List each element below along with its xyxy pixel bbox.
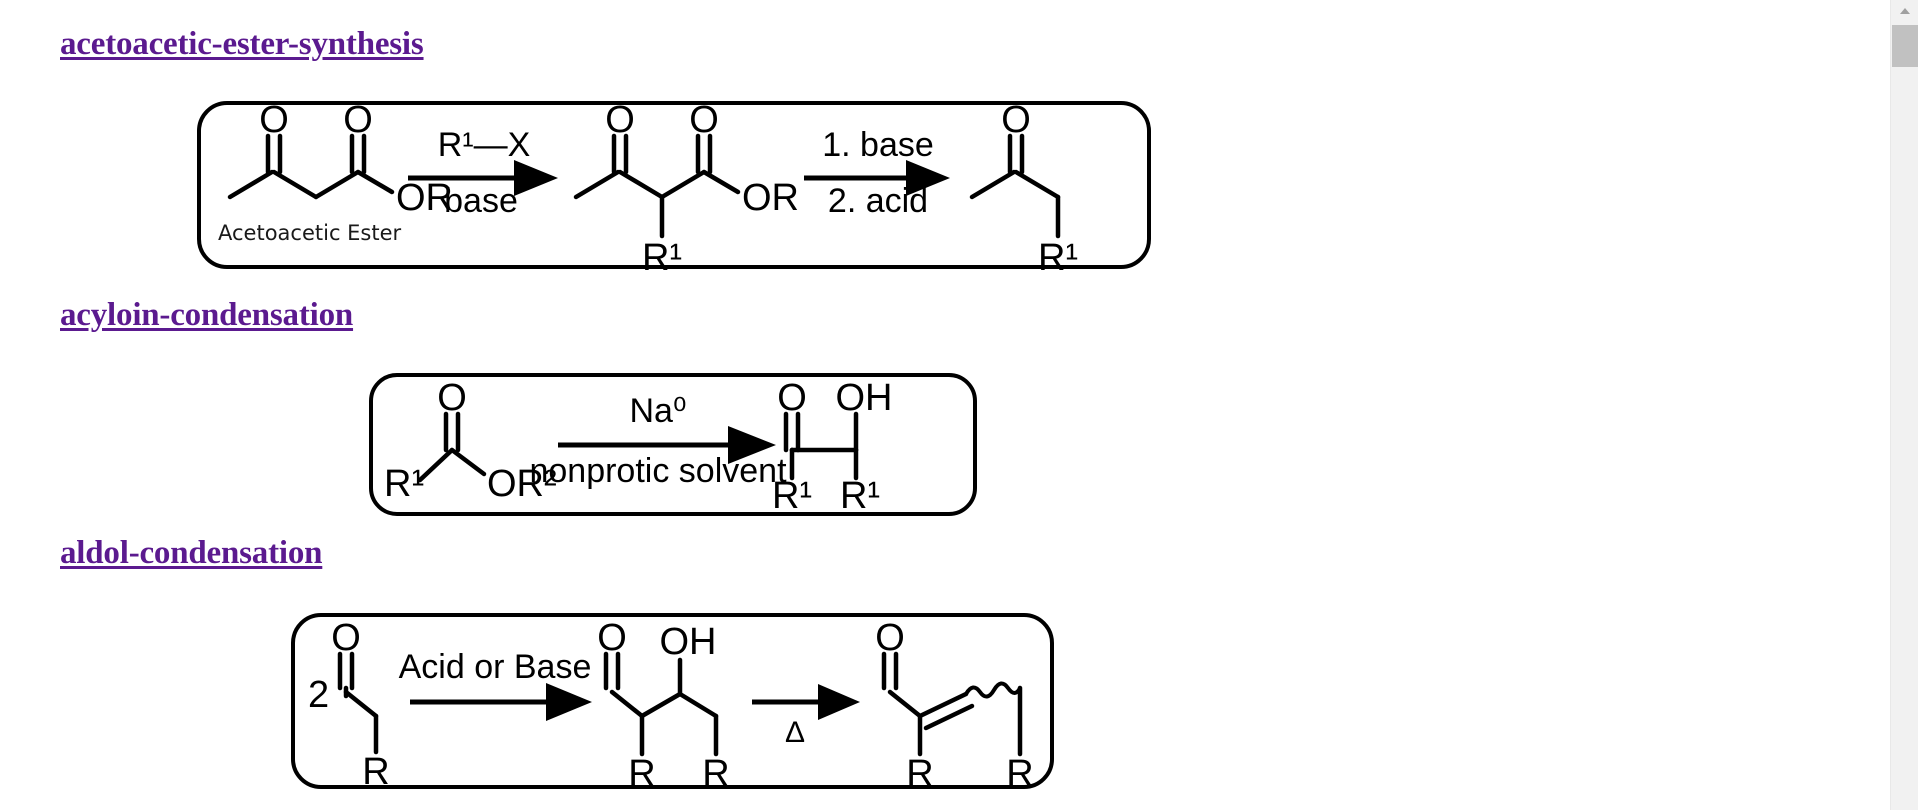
atom-label-O: O [1001, 100, 1031, 141]
atom-label-R1: R¹ [772, 475, 812, 517]
atom-label-O: O [437, 377, 467, 419]
scroll-up-arrow-icon[interactable] [1891, 0, 1918, 22]
atom-label-OR: OR [742, 177, 799, 219]
arrow-above-label-na0: Na⁰ [629, 392, 686, 430]
heading-link-acetoacetic-ester-synthesis[interactable]: acetoacetic-ester-synthesis [60, 26, 424, 62]
atom-label-R: R [906, 753, 933, 790]
arrow-below-label-delta: Δ [785, 716, 805, 749]
atom-label-R1: R¹ [384, 463, 424, 505]
atom-label-OH: OH [836, 377, 893, 419]
scrollbar-thumb[interactable] [1892, 25, 1918, 67]
atom-label-O: O [777, 377, 807, 419]
bond-r1-c [313, 169, 361, 200]
atom-label-R: R [702, 753, 729, 790]
scheme-1-svg: O O OR Acetoacetic Ester R¹—X base [197, 100, 1151, 270]
bond-r1-b [271, 169, 319, 200]
reaction-arrow-acyloin [558, 426, 776, 464]
atom-label-O: O [875, 617, 905, 659]
stoichiometry-coefficient: 2 [308, 674, 329, 716]
bond-r1-a [227, 169, 275, 200]
atom-label-R: R [1006, 753, 1033, 790]
reaction-arrow-acid-or-base [410, 683, 592, 721]
reaction-arrow-2 [804, 160, 950, 196]
atom-label-R1: R¹ [1038, 237, 1078, 270]
reaction-arrow-heat [752, 684, 860, 720]
atom-label-OR: OR [396, 177, 453, 219]
heading-link-acyloin-condensation[interactable]: acyloin-condensation [60, 297, 354, 333]
atom-label-R: R [628, 753, 655, 790]
arrow-2-below-label: 2. acid [828, 182, 928, 220]
aldol-condensation-scheme: 2 O R Acid or Base [290, 612, 1055, 790]
atom-label-O: O [689, 100, 719, 141]
bond-r1-d [355, 169, 395, 195]
atom-label-O: O [343, 100, 373, 141]
caption-acetoacetic-ester: Acetoacetic Ester [218, 221, 402, 245]
atom-label-OR2: OR² [487, 463, 557, 505]
bond-r2-b [449, 447, 487, 477]
arrow-1-below-label: base [444, 182, 518, 220]
arrow-above-label-acid-or-base: Acid or Base [399, 648, 592, 686]
scrollbar-track[interactable] [1891, 22, 1918, 810]
scheme-1-frame [197, 101, 1151, 269]
arrow-2-above-label: 1. base [822, 126, 934, 164]
scheme-2-frame [369, 373, 977, 516]
bond-r2-a [417, 447, 455, 483]
scheme-3-svg: 2 O R Acid or Base [291, 613, 1054, 790]
vertical-scrollbar[interactable] [1890, 0, 1918, 810]
atom-label-O: O [259, 100, 289, 141]
scheme-2-svg: O R¹ OR² Na⁰ nonprotic solvent [369, 373, 977, 517]
arrow-1-above-label: R¹—X [438, 126, 531, 164]
scheme-3-frame [291, 613, 1054, 789]
atom-label-O: O [331, 617, 361, 659]
heading-link-aldol-condensation[interactable]: aldol-condensation [60, 535, 323, 571]
atom-label-R1: R¹ [642, 237, 682, 270]
atom-label-R1: R¹ [840, 475, 880, 517]
bond-r3-a [343, 689, 379, 719]
atom-label-O: O [597, 617, 627, 659]
reaction-arrow-1 [408, 160, 558, 196]
arrow-below-label-solvent: nonprotic solvent [529, 452, 787, 490]
atom-label-R: R [362, 751, 389, 790]
atom-label-OH: OH [660, 621, 717, 663]
acetoacetic-ester-synthesis-scheme: O O OR Acetoacetic Ester R¹—X base [196, 100, 1156, 270]
acyloin-condensation-scheme: O R¹ OR² Na⁰ nonprotic solvent [368, 372, 978, 517]
atom-label-O: O [605, 100, 635, 141]
